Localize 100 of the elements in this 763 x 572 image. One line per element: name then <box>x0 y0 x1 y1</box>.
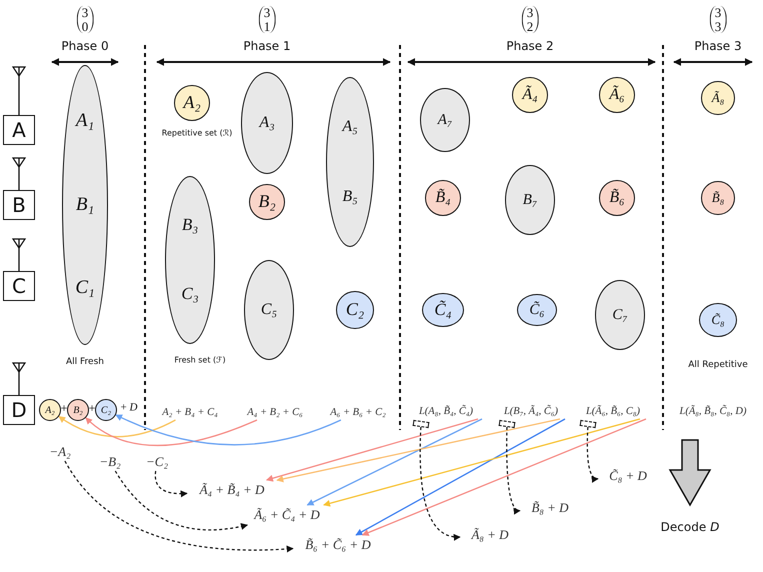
expression-label: −B₂ <box>95 453 125 471</box>
symbol-label: B̃₄ <box>435 189 451 207</box>
circle-node <box>599 77 635 113</box>
arrow <box>64 460 294 552</box>
circle-node <box>425 180 461 216</box>
symbol-label: A₅ <box>342 118 358 136</box>
circle-node <box>512 77 548 113</box>
expression-label: Ã₈ + D <box>460 525 520 545</box>
arrow <box>115 414 342 446</box>
expression-label: A₄ + B₂ + C₆ <box>237 404 313 420</box>
expression-label: A₂ + B₄ + C₄ <box>152 404 228 420</box>
expression-label: B̃₈ + D <box>520 498 580 518</box>
symbol-label: B₂ <box>73 404 83 416</box>
expression-label: L(B₇, Ã₄, C̃₆) <box>494 403 568 419</box>
expression-label: −C₂ <box>142 453 172 471</box>
dashed-box <box>498 420 516 428</box>
symbol-label: B₅ <box>342 188 358 206</box>
symbol-label: B₂ <box>258 192 276 212</box>
expression-label: Ã₄ + B̃₄ + D <box>187 480 277 500</box>
symbol-label: C₂ <box>100 404 112 416</box>
symbol-label: B₁ <box>76 194 94 216</box>
expression-label: −A₂ <box>45 443 75 461</box>
symbol-label: Ã₄ <box>522 86 538 104</box>
arrow <box>306 418 482 506</box>
binomial-number: 1 <box>264 20 270 34</box>
arrow <box>362 418 646 536</box>
dashed-box <box>580 420 596 428</box>
antenna-box <box>3 115 35 145</box>
text-label: Fresh set (ℱ) <box>174 355 226 365</box>
arrow <box>420 426 461 540</box>
antenna-box <box>3 395 35 425</box>
symbol-label: A₂ <box>45 404 55 416</box>
binomial-number: 3 <box>526 6 534 20</box>
text-label: Decode D <box>660 521 720 535</box>
arrow <box>586 426 599 482</box>
symbol-label: B₇ <box>522 192 538 208</box>
symbol-label: B₃ <box>182 216 198 235</box>
binomial-number: 3 <box>714 6 722 20</box>
antenna-name: C <box>12 275 26 297</box>
circle-node <box>95 399 117 421</box>
binomial-number: 3 <box>714 20 722 34</box>
symbol-label: A₁ <box>76 111 94 132</box>
expression-label: L(A₈, B̃₄, C̃₄) <box>409 403 483 419</box>
arrow <box>266 418 478 482</box>
symbol-label: B̃₆ <box>609 189 625 207</box>
binomial-number: 2 <box>526 20 534 34</box>
arrow <box>355 418 566 536</box>
symbol-label: C₂ <box>346 300 364 320</box>
antenna-name: A <box>12 119 26 141</box>
symbol-label: C̃₄ <box>434 300 452 320</box>
binomial-number: 3 <box>82 6 88 20</box>
ellipse-node <box>62 65 108 345</box>
circle-node <box>174 85 210 121</box>
expression-label: L(Ã₈, B̃₈, C̃₈, D) <box>665 403 761 419</box>
antenna-name: B <box>12 194 26 216</box>
symbol-label: C̃₈ <box>711 312 725 328</box>
circle-node <box>517 294 557 326</box>
circle-node <box>336 291 374 329</box>
circle-node <box>699 303 737 337</box>
symbol-label: B̃₈ <box>712 190 724 206</box>
text-label: Phase 2 <box>506 40 554 54</box>
symbol-label: Ã₈ <box>712 90 724 106</box>
circle-node <box>39 399 61 421</box>
text-label: Phase 1 <box>243 40 291 54</box>
symbol-label: C̃₆ <box>529 302 545 318</box>
circle-node <box>701 81 735 115</box>
symbol-label: C₅ <box>260 301 278 319</box>
arrow <box>114 470 248 530</box>
symbol-label: Ã₆ <box>609 86 625 104</box>
symbol-label: C₁ <box>75 278 95 299</box>
expression-label: A₆ + B₆ + C₂ <box>320 404 396 420</box>
antenna-box <box>3 271 35 301</box>
text-label: Repetitive set (ℛ) <box>162 128 232 138</box>
circle-node <box>701 181 735 215</box>
circle-node <box>67 399 89 421</box>
text-label: All Repetitive <box>688 360 748 370</box>
circle-node <box>249 184 285 220</box>
symbol-label: C₃ <box>181 285 199 304</box>
circle-node <box>422 293 464 327</box>
symbol-label: A₂ <box>183 93 201 113</box>
plus-sign: + D <box>120 402 138 414</box>
text-label: All Fresh <box>66 356 104 368</box>
arrow <box>85 417 258 446</box>
expression-label: Ã₆ + C̃₄ + D <box>242 505 332 525</box>
symbol-label: C₇ <box>612 306 628 324</box>
dashed-box <box>412 420 430 428</box>
text-label: Phase 3 <box>694 40 742 54</box>
symbol-label: A₇ <box>438 112 452 128</box>
expression-label: L(Ã₆, B̃₆, C₈) <box>575 403 651 419</box>
arrow <box>154 470 188 498</box>
binomial-number: 0 <box>82 20 88 34</box>
antenna-box <box>3 190 35 220</box>
arrow <box>58 416 176 438</box>
binomial-number: 3 <box>264 6 270 20</box>
expression-label: B̃₆ + C̃₆ + D <box>293 535 383 555</box>
arrow <box>276 418 560 482</box>
circle-node <box>599 180 635 216</box>
antenna-name: D <box>11 399 27 421</box>
text-label: Phase 0 <box>61 40 109 54</box>
arrow <box>323 418 640 507</box>
